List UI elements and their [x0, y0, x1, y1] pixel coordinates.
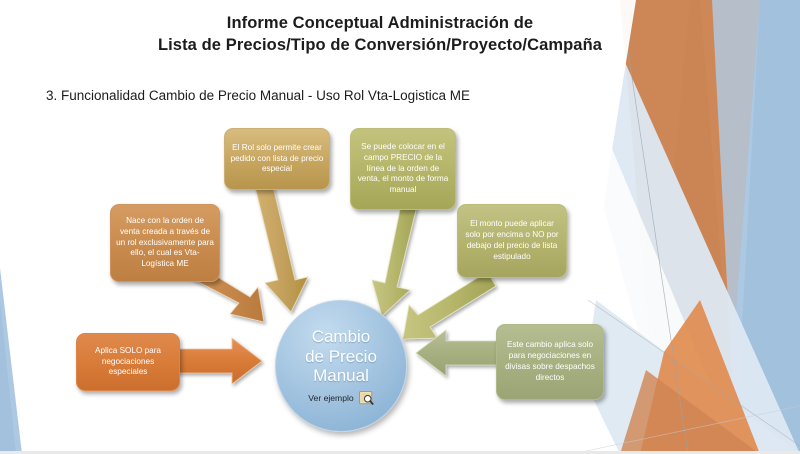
slide-subtitle: 3. Funcionalidad Cambio de Precio Manual… — [46, 88, 470, 103]
arrow-from-campo-precio — [371, 205, 418, 317]
slide-title: Informe Conceptual Administración de Lis… — [120, 12, 640, 57]
callout-text: El monto puede aplicar solo por encima o… — [465, 219, 559, 261]
center-title-line-3: Manual — [313, 366, 369, 386]
title-line-2: Lista de Precios/Tipo de Conversión/Proy… — [157, 36, 603, 55]
arrow-from-rol-lista-precio — [254, 181, 309, 313]
callout-text: El Rol solo permite crear pedido con lis… — [230, 142, 324, 174]
arrow-from-negociaciones-especiales — [175, 337, 263, 385]
callout-campo-precio-manual[interactable]: Se puede colocar en el campo PRECIO de l… — [350, 128, 456, 210]
callout-divisas-despachos-directos[interactable]: Este cambio aplica solo para negociacion… — [496, 324, 604, 400]
center-node-cambio-de-precio-manual[interactable]: Cambio de Precio Manual Ver ejemplo — [275, 300, 407, 432]
center-node-title: Cambio de Precio Manual — [305, 327, 377, 386]
callout-monto-encima-precio-lista[interactable]: El monto puede aplicar solo por encima o… — [457, 204, 567, 278]
title-line-1: Informe Conceptual Administración de — [226, 14, 534, 32]
callout-negociaciones-especiales[interactable]: Aplica SOLO para negociaciones especiale… — [76, 333, 180, 391]
arrow-from-divisas-despachos — [415, 329, 501, 377]
callout-rol-lista-precio-especial[interactable]: El Rol solo permite crear pedido con lis… — [224, 128, 330, 190]
document-zoom-icon[interactable] — [358, 391, 374, 405]
arrow-from-monto-encima — [402, 271, 497, 340]
callout-text: Nace con la orden de venta creada a trav… — [116, 215, 214, 269]
ver-ejemplo-link[interactable]: Ver ejemplo — [308, 391, 374, 405]
callout-text: Este cambio aplica solo para negociacion… — [505, 340, 595, 382]
bottom-divider — [0, 451, 800, 454]
callout-text: Aplica SOLO para negociaciones especiale… — [95, 345, 161, 377]
center-title-line-2: de Precio — [305, 346, 377, 366]
callout-orden-venta-rol-exclusivo[interactable]: Nace con la orden de venta creada a trav… — [110, 204, 220, 282]
ver-ejemplo-label: Ver ejemplo — [308, 393, 354, 404]
center-title-line-1: Cambio — [311, 326, 371, 346]
callout-text: Se puede colocar en el campo PRECIO de l… — [357, 141, 449, 195]
